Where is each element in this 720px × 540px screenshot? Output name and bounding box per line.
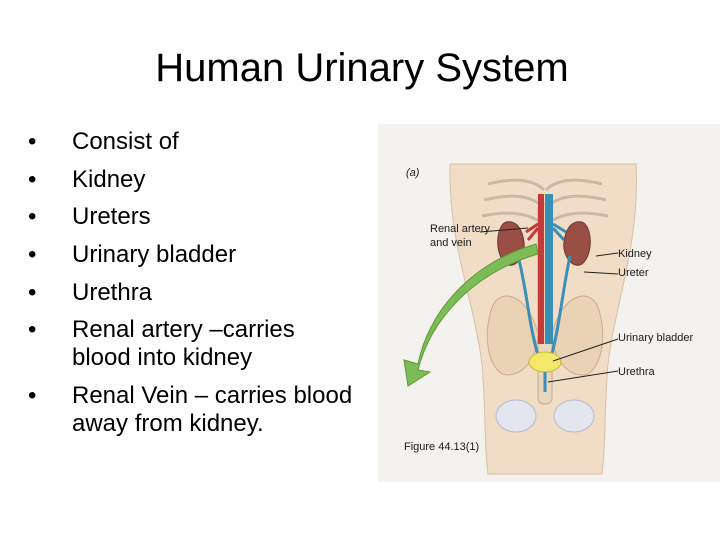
- blood-vessels: [525, 194, 567, 344]
- bullet-item: Ureters: [28, 203, 358, 231]
- bullet-item: Consist of: [28, 128, 358, 156]
- bullet-item: Urinary bladder: [28, 241, 358, 269]
- figure-caption: Figure 44.13(1): [404, 441, 479, 453]
- bullet-item: Renal artery –carries blood into kidney: [28, 316, 358, 372]
- bullet-item: Urethra: [28, 279, 358, 307]
- label-urethra: Urethra: [618, 366, 656, 378]
- bullet-item: Renal Vein – carries blood away from kid…: [28, 382, 358, 438]
- green-arrow-icon: [403, 243, 539, 387]
- ureter-left: [516, 255, 542, 363]
- label-ureter: Ureter: [618, 267, 649, 279]
- label-renal-artery: Renal artery: [430, 223, 490, 235]
- slide-title: Human Urinary System: [155, 46, 569, 90]
- label-urinary-bladder: Urinary bladder: [618, 332, 694, 344]
- bullet-list: Consist of Kidney Ureters Urinary bladde…: [28, 128, 358, 448]
- urinary-system-illustration: (a) Renal artery and vein Kidney Ureter …: [403, 163, 694, 475]
- label-and-vein: and vein: [430, 237, 472, 249]
- label-kidney: Kidney: [618, 248, 652, 260]
- ureter-right: [548, 255, 572, 363]
- urinary-system-figure: (a) Renal artery and vein Kidney Ureter …: [378, 124, 720, 482]
- bladder: [528, 351, 562, 373]
- bullet-item: Kidney: [28, 166, 358, 194]
- panel-label: (a): [406, 167, 420, 179]
